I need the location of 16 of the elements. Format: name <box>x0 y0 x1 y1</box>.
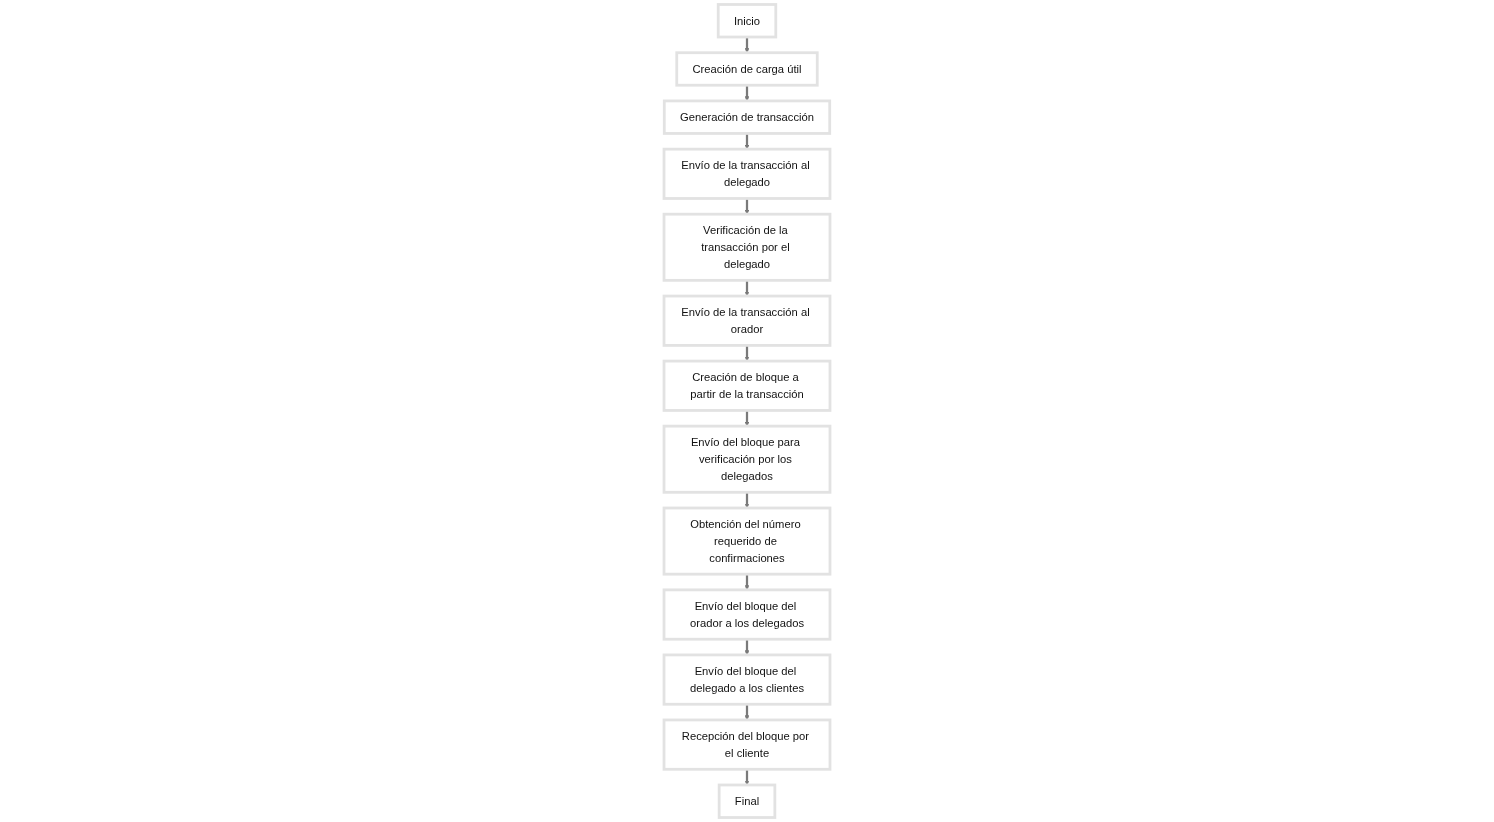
node-box: Generación de transacción <box>662 99 832 135</box>
node-box: Envío de la transacción al delegado <box>662 147 832 200</box>
node-box: Creación de carga útil <box>675 51 819 87</box>
arrow <box>744 198 750 215</box>
node-box: Envío del bloque del delegado a los clientes <box>662 653 832 706</box>
node-box: Inicio <box>716 3 778 39</box>
node-box: Recepción del bloque por el cliente <box>662 718 832 771</box>
arrow <box>744 37 750 53</box>
arrow <box>744 345 750 362</box>
node-box: Final <box>717 783 777 819</box>
node-box: Obtención del número requerido de confirmaciones <box>662 506 832 576</box>
node-box: Envío de la transacción al orador <box>662 294 832 347</box>
node-box: Envío del bloque del orador a los delegados <box>662 588 832 641</box>
node-box: Verificación de la transacción por el delegado <box>662 212 832 282</box>
node-box: Creación de bloque a partir de la transacción <box>662 359 832 412</box>
node-box: Envío del bloque para verificación por los delegados <box>662 424 832 494</box>
